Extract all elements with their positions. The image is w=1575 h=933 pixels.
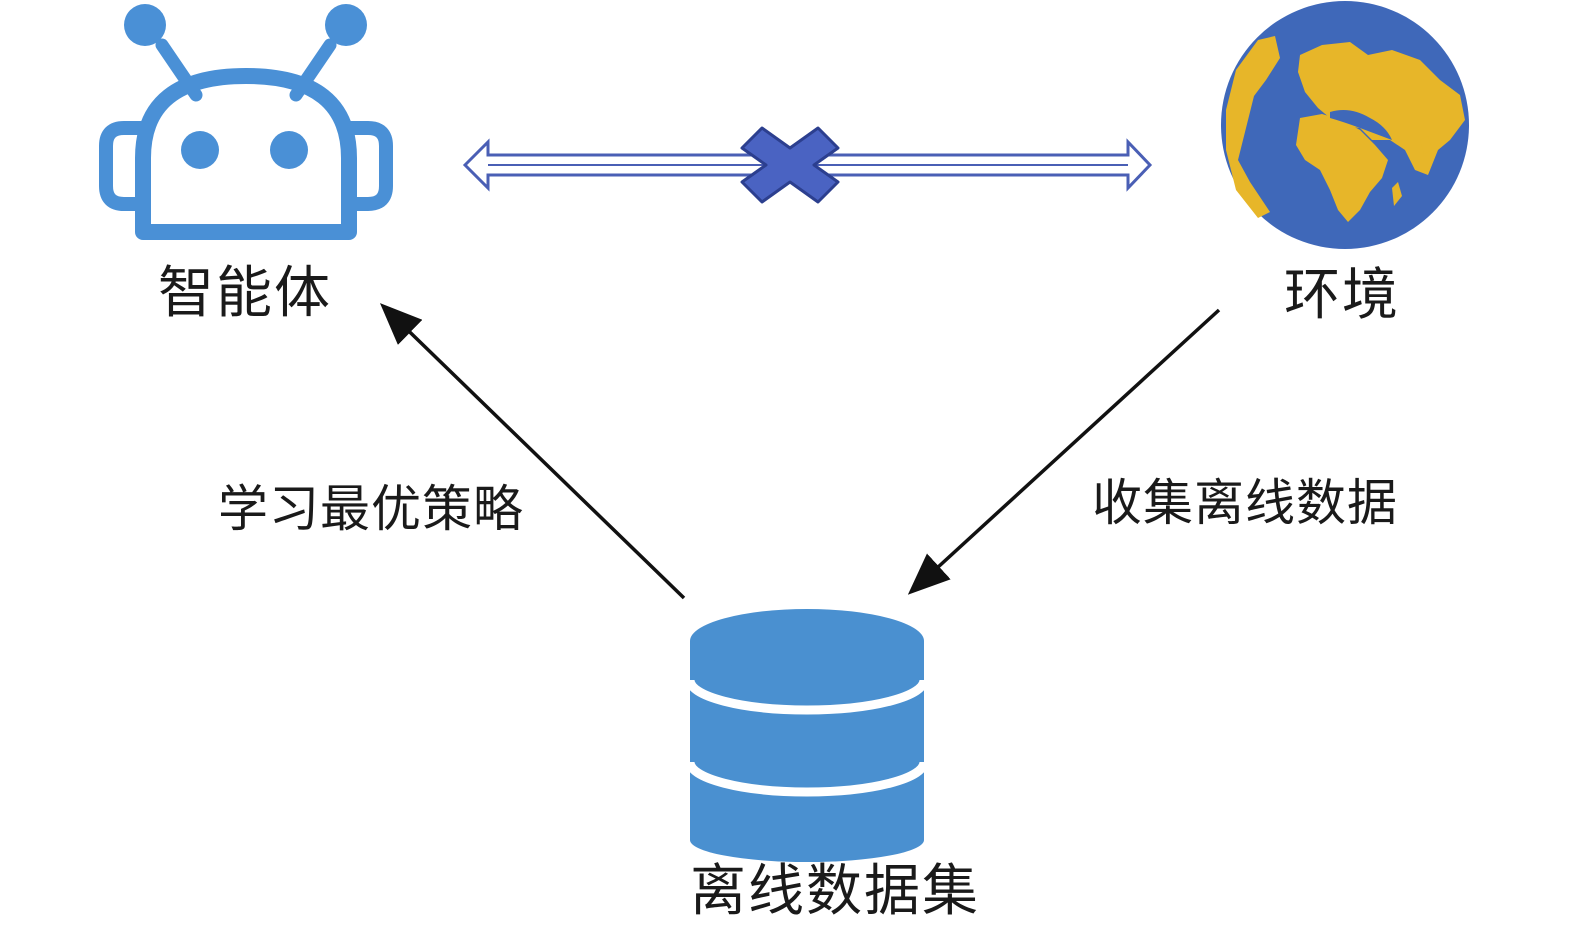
cross-icon <box>740 126 840 204</box>
collect-arrow <box>907 308 1221 595</box>
globe-icon <box>1221 1 1469 249</box>
learn-policy-label: 学习最优策略 <box>218 480 524 538</box>
dataset-label: 离线数据集 <box>690 859 980 924</box>
collect-data-label: 收集离线数据 <box>1092 474 1398 532</box>
learn-arrow <box>379 303 686 600</box>
agent-label: 智能体 <box>158 261 332 326</box>
database-icon <box>685 609 929 862</box>
robot-icon <box>99 4 393 240</box>
environment-label: 环境 <box>1284 263 1400 328</box>
